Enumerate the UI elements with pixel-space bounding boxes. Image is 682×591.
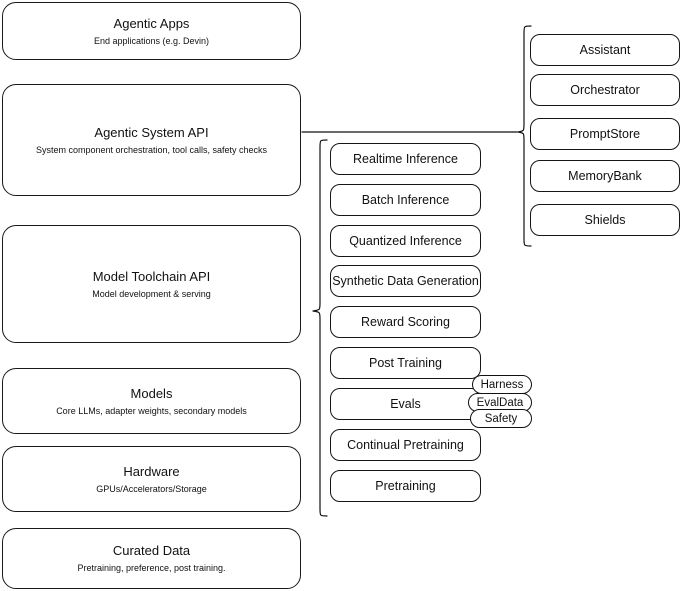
component-orchestrator[interactable]: Orchestrator — [530, 74, 680, 106]
capability-post-training[interactable]: Post Training — [330, 347, 481, 379]
component-label: PromptStore — [569, 127, 641, 141]
layer-title: Agentic Apps — [113, 15, 190, 31]
component-memorybank[interactable]: MemoryBank — [530, 160, 680, 192]
capability-reward-scoring[interactable]: Reward Scoring — [330, 306, 481, 338]
layer-model-toolchain-api[interactable]: Model Toolchain API Model development & … — [2, 225, 301, 343]
capability-label: Pretraining — [375, 479, 436, 493]
layer-subtitle: Model development & serving — [92, 288, 211, 299]
component-label: Assistant — [579, 43, 631, 57]
component-label: MemoryBank — [568, 169, 642, 183]
layer-models[interactable]: Models Core LLMs, adapter weights, secon… — [2, 368, 301, 434]
capability-label: Reward Scoring — [361, 315, 450, 329]
capability-quantized-inference[interactable]: Quantized Inference — [330, 225, 481, 257]
eval-pill-safety[interactable]: Safety — [470, 409, 532, 428]
capability-evals[interactable]: Evals — [330, 388, 481, 420]
layer-subtitle: End applications (e.g. Devin) — [93, 35, 210, 46]
layer-subtitle: Core LLMs, adapter weights, secondary mo… — [56, 405, 247, 416]
layer-title: Agentic System API — [94, 124, 209, 140]
middle-brace — [312, 139, 328, 517]
capability-label: Synthetic Data Generation — [332, 274, 479, 288]
component-shields[interactable]: Shields — [530, 204, 680, 236]
layer-curated-data[interactable]: Curated Data Pretraining, preference, po… — [2, 528, 301, 589]
layer-title: Model Toolchain API — [92, 268, 211, 284]
capability-label: Continual Pretraining — [347, 438, 464, 452]
capability-label: Evals — [390, 397, 421, 411]
capability-realtime-inference[interactable]: Realtime Inference — [330, 143, 481, 175]
component-label: Shields — [584, 213, 626, 227]
capability-label: Post Training — [369, 356, 442, 370]
eval-pill-label: EvalData — [476, 396, 524, 409]
component-assistant[interactable]: Assistant — [530, 34, 680, 66]
layer-subtitle: GPUs/Accelerators/Storage — [96, 483, 207, 494]
capability-pretraining[interactable]: Pretraining — [330, 470, 481, 502]
eval-pill-label: Harness — [480, 378, 524, 391]
component-label: Orchestrator — [570, 83, 640, 97]
capability-continual-pretraining[interactable]: Continual Pretraining — [330, 429, 481, 461]
capability-synthetic-data-generation[interactable]: Synthetic Data Generation — [330, 265, 481, 297]
component-promptstore[interactable]: PromptStore — [530, 118, 680, 150]
capability-label: Batch Inference — [361, 193, 450, 207]
layer-agentic-system-api[interactable]: Agentic System API System component orch… — [2, 84, 301, 196]
layer-hardware[interactable]: Hardware GPUs/Accelerators/Storage — [2, 446, 301, 512]
layer-subtitle: System component orchestration, tool cal… — [35, 144, 268, 155]
layer-subtitle: Pretraining, preference, post training. — [77, 563, 226, 573]
capability-batch-inference[interactable]: Batch Inference — [330, 184, 481, 216]
layer-title: Models — [130, 385, 173, 401]
capability-label: Quantized Inference — [349, 234, 462, 248]
layer-title: Hardware — [123, 463, 180, 479]
layer-agentic-apps[interactable]: Agentic Apps End applications (e.g. Devi… — [2, 2, 301, 60]
capability-label: Realtime Inference — [353, 152, 458, 166]
layer-title: Curated Data — [112, 543, 191, 558]
eval-pill-harness[interactable]: Harness — [472, 375, 532, 394]
eval-pill-label: Safety — [484, 412, 518, 425]
